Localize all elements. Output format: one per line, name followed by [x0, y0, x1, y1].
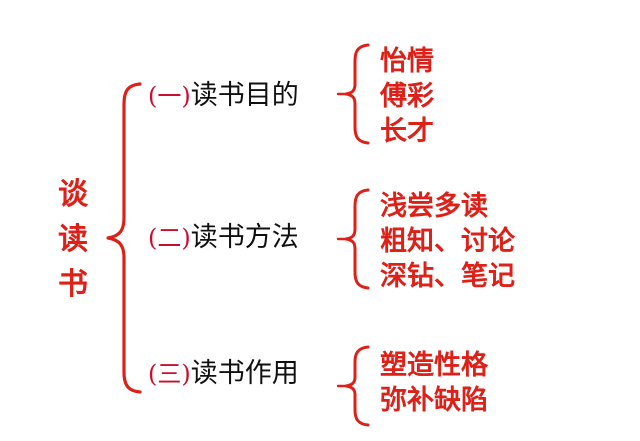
leaf-item-1-1: 怡情: [380, 46, 434, 77]
branch-text-3: 读书作用: [190, 358, 299, 389]
sub-brace-1: [336, 43, 370, 145]
branch-number-1: (一): [148, 82, 191, 110]
leaf-item-2-1: 浅尝多读: [380, 191, 488, 222]
leaf-item-2-2: 粗知、讨论: [380, 226, 515, 257]
branch-label-2[interactable]: (二)读书方法: [148, 224, 299, 251]
branch-number-3: (三): [148, 360, 191, 388]
branch-label-3[interactable]: (三)读书作用: [148, 360, 299, 387]
root-title: 谈 读 书: [50, 180, 96, 300]
leaf-item-3-1: 塑造性格: [380, 350, 488, 381]
leaf-group-1: 怡情 傅彩 长才: [380, 44, 434, 149]
leaf-group-2: 浅尝多读 粗知、讨论 深钻、笔记: [380, 189, 515, 294]
branch-number-2: (二): [148, 224, 191, 252]
sub-brace-3: [336, 345, 370, 427]
root-title-char-1: 谈: [58, 177, 88, 212]
branch-text-2: 读书方法: [190, 222, 299, 253]
branch-label-1[interactable]: (一)读书目的: [148, 82, 299, 109]
leaf-group-3: 塑造性格 弥补缺陷: [380, 348, 488, 418]
sub-brace-2: [336, 188, 370, 290]
leaf-item-1-3: 长才: [380, 116, 434, 147]
main-brace: [106, 82, 142, 394]
leaf-item-3-2: 弥补缺陷: [380, 385, 488, 416]
leaf-item-1-2: 傅彩: [380, 81, 434, 112]
root-title-char-2: 读: [58, 222, 88, 257]
leaf-item-2-3: 深钻、笔记: [380, 261, 515, 292]
branch-text-1: 读书目的: [190, 80, 299, 111]
root-title-char-3: 书: [58, 267, 88, 302]
